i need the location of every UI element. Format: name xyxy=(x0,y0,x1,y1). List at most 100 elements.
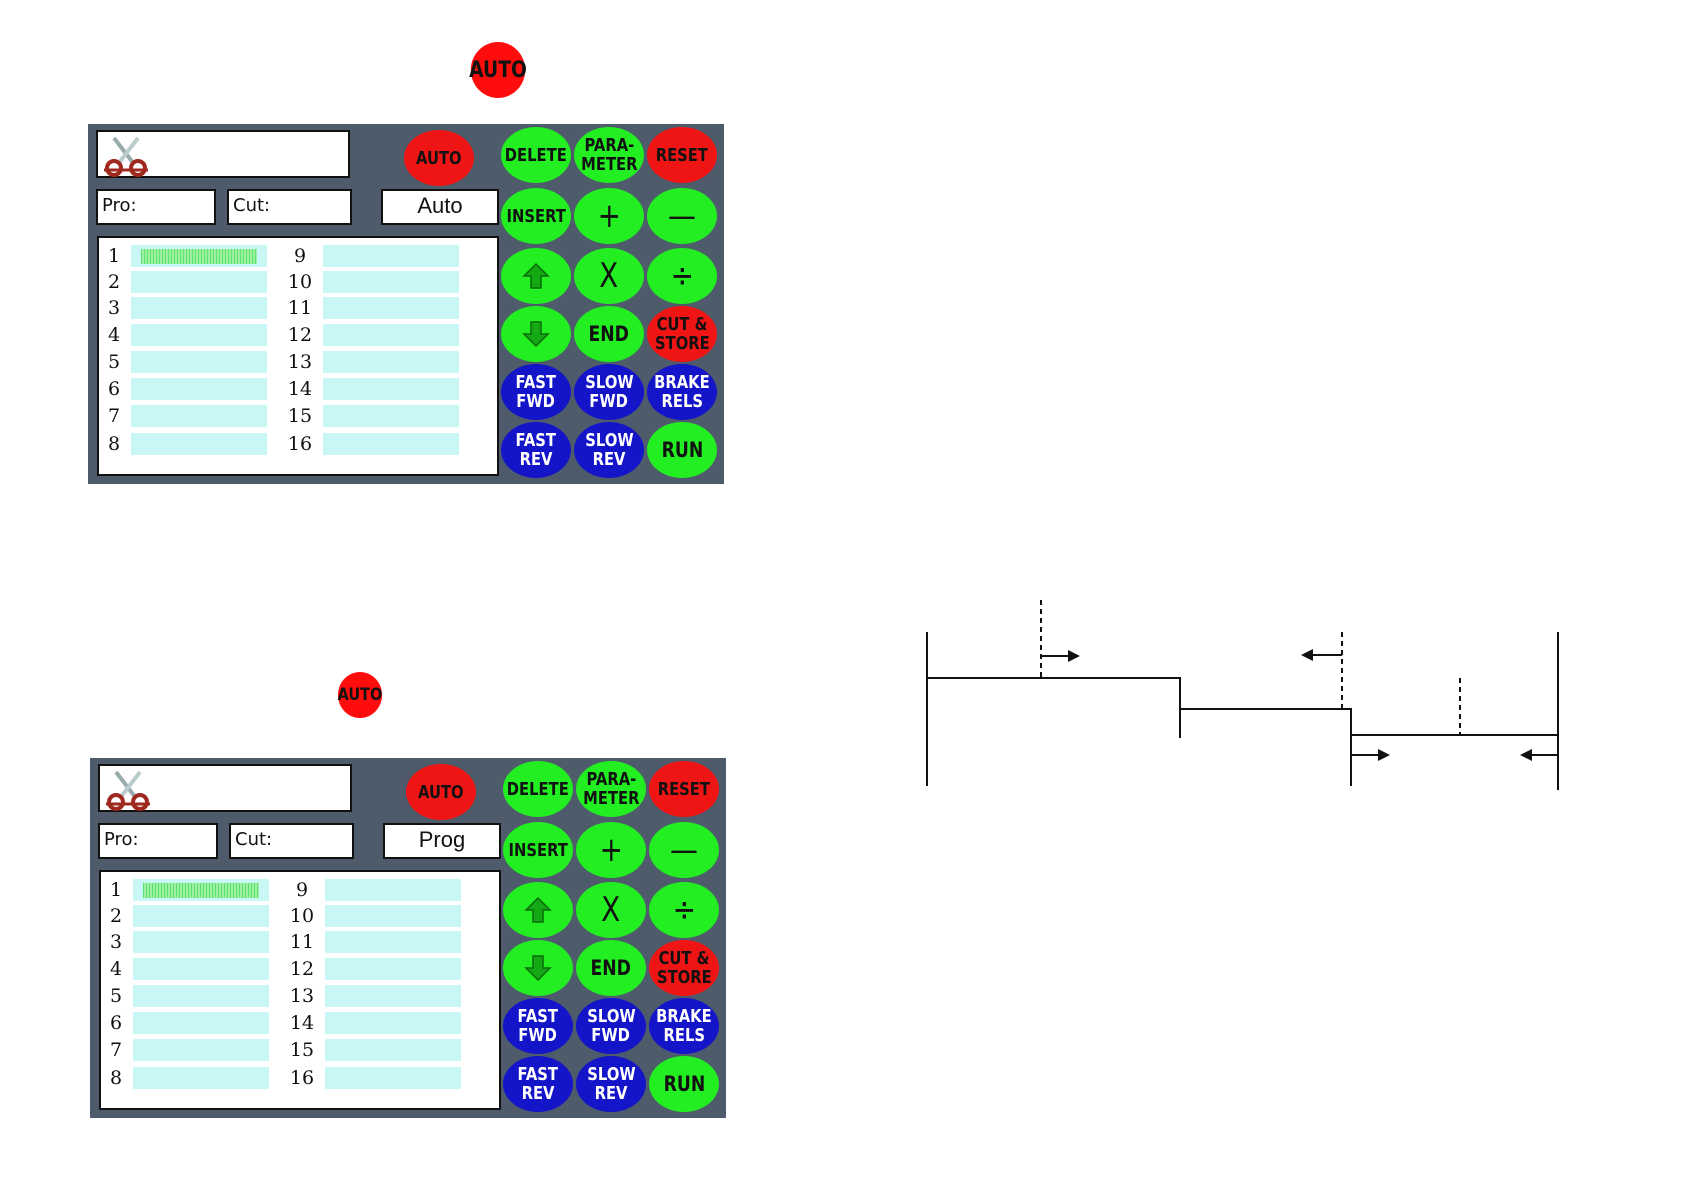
cut-cell[interactable] xyxy=(323,405,459,427)
pro-field[interactable]: Pro: xyxy=(96,189,216,225)
pro-field[interactable]: Pro: xyxy=(98,823,218,859)
cut-cell[interactable] xyxy=(131,297,267,319)
down-button[interactable] xyxy=(503,940,573,996)
cut-field[interactable]: Cut: xyxy=(229,823,354,859)
cut-store-button[interactable]: CUT &STORE xyxy=(647,306,717,362)
row-number: 14 xyxy=(289,1012,315,1034)
cut-cell[interactable] xyxy=(325,905,461,927)
row-number: 4 xyxy=(107,324,121,346)
cut-cell[interactable] xyxy=(325,879,461,901)
cut-cell[interactable] xyxy=(323,433,459,455)
minus-button[interactable]: — xyxy=(649,822,719,878)
divide-button[interactable]: ÷ xyxy=(647,248,717,304)
cut-cell[interactable] xyxy=(133,958,269,980)
insert-button[interactable]: INSERT xyxy=(503,822,573,878)
up-button[interactable] xyxy=(501,248,571,304)
cut-cell[interactable] xyxy=(133,905,269,927)
row-number: 10 xyxy=(289,905,315,927)
cut-cell[interactable] xyxy=(131,351,267,373)
plus-button[interactable]: + xyxy=(574,188,644,244)
insert-button[interactable]: INSERT xyxy=(501,188,571,244)
arrow-up-icon xyxy=(522,262,550,289)
row-number: 13 xyxy=(287,351,313,373)
up-button[interactable] xyxy=(503,882,573,938)
cut-cell[interactable] xyxy=(323,351,459,373)
arrow-up-icon xyxy=(524,896,552,923)
cut-cell[interactable] xyxy=(325,985,461,1007)
cut-cell[interactable] xyxy=(323,297,459,319)
cut-cell[interactable] xyxy=(133,1067,269,1089)
run-button[interactable]: RUN xyxy=(647,422,717,478)
cut-cell[interactable] xyxy=(325,1067,461,1089)
row-number: 8 xyxy=(107,433,121,455)
cut-cell[interactable] xyxy=(131,405,267,427)
end-button[interactable]: END xyxy=(574,306,644,362)
parameter-button[interactable]: PARA-METER xyxy=(574,127,644,183)
cut-cell[interactable] xyxy=(323,271,459,293)
program-name-box[interactable] xyxy=(96,130,350,178)
run-button[interactable]: RUN xyxy=(649,1056,719,1112)
delete-button[interactable]: DELETE xyxy=(503,761,573,817)
arrow-down-icon xyxy=(524,955,552,982)
row-number: 5 xyxy=(109,985,123,1007)
cut-store-button[interactable]: CUT &STORE xyxy=(649,940,719,996)
multiply-button[interactable]: X xyxy=(576,882,646,938)
cut-cell[interactable] xyxy=(133,1039,269,1061)
cut-cell[interactable] xyxy=(325,1012,461,1034)
cut-cell[interactable] xyxy=(131,324,267,346)
mode-value: Prog xyxy=(418,827,466,852)
multiply-button[interactable]: X xyxy=(574,248,644,304)
cut-cell[interactable] xyxy=(131,433,267,455)
auto-badge-middle: AUTO xyxy=(338,672,382,718)
end-button[interactable]: END xyxy=(576,940,646,996)
row-number: 6 xyxy=(109,1012,123,1034)
row-number: 16 xyxy=(287,433,313,455)
mode-display: Auto xyxy=(381,189,499,225)
reset-button[interactable]: RESET xyxy=(647,127,717,183)
plus-button[interactable]: + xyxy=(576,822,646,878)
program-name-box[interactable] xyxy=(98,764,352,812)
cut-cell[interactable] xyxy=(325,1039,461,1061)
delete-button[interactable]: DELETE xyxy=(501,127,571,183)
cut-cell[interactable] xyxy=(325,958,461,980)
cut-cell[interactable] xyxy=(133,985,269,1007)
cut-cell[interactable] xyxy=(323,378,459,400)
row-number: 11 xyxy=(287,297,313,319)
row-number: 13 xyxy=(289,985,315,1007)
cut-field[interactable]: Cut: xyxy=(227,189,352,225)
cut-cell[interactable] xyxy=(133,879,269,901)
cut-cell[interactable] xyxy=(323,324,459,346)
down-button[interactable] xyxy=(501,306,571,362)
row-number: 11 xyxy=(289,931,315,953)
auto-button[interactable]: AUTO xyxy=(404,130,474,186)
cut-cell[interactable] xyxy=(133,931,269,953)
cut-cell[interactable] xyxy=(323,245,459,267)
row-number: 4 xyxy=(109,958,123,980)
cut-cell[interactable] xyxy=(131,245,267,267)
minus-button[interactable]: — xyxy=(647,188,717,244)
parameter-button[interactable]: PARA-METER xyxy=(576,761,646,817)
row-number: 8 xyxy=(109,1067,123,1089)
cut-cell[interactable] xyxy=(131,271,267,293)
cut-cell[interactable] xyxy=(131,378,267,400)
auto-button[interactable]: AUTO xyxy=(406,764,476,820)
cut-cell[interactable] xyxy=(133,1012,269,1034)
divide-button[interactable]: ÷ xyxy=(649,882,719,938)
mode-display: Prog xyxy=(383,823,501,859)
row-number: 16 xyxy=(289,1067,315,1089)
row-number: 15 xyxy=(289,1039,315,1061)
reset-button[interactable]: RESET xyxy=(649,761,719,817)
row-number: 12 xyxy=(289,958,315,980)
cut-cell[interactable] xyxy=(325,931,461,953)
